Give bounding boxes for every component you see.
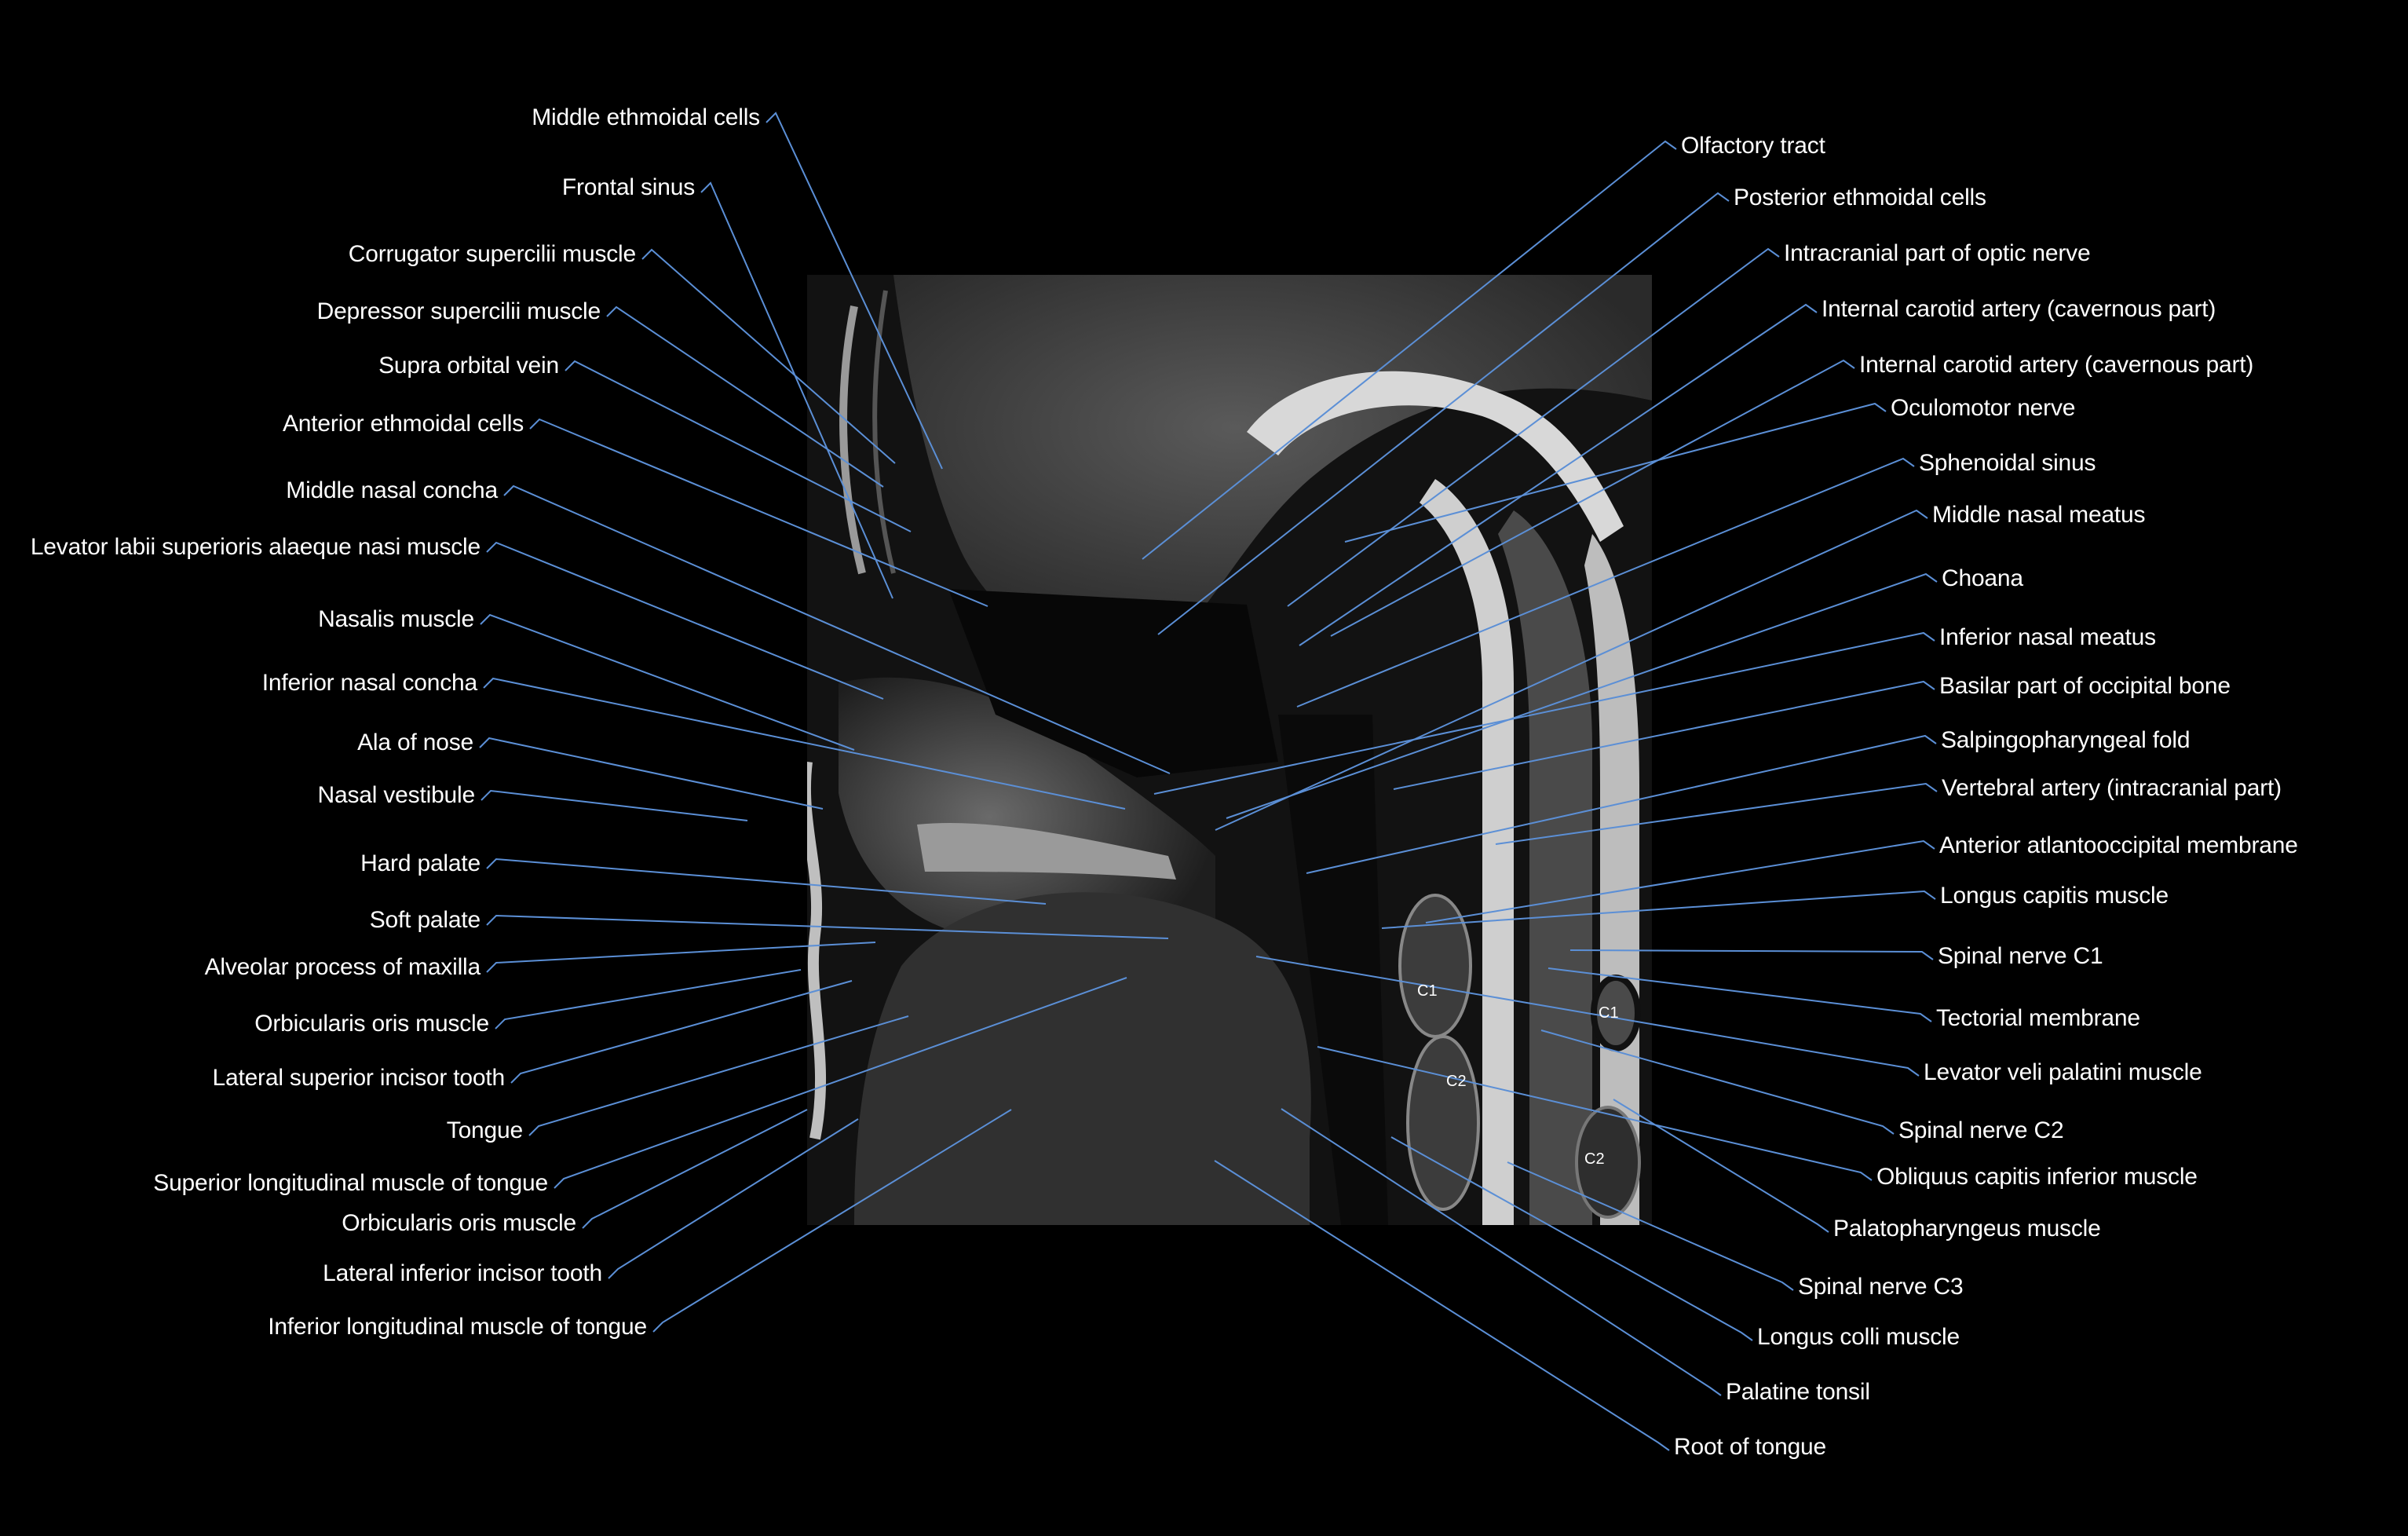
mri-sagittal-image <box>807 275 1652 1225</box>
label-anterior-ethmoidal-cells: Anterior ethmoidal cells <box>282 411 524 437</box>
label-spinal-nerve-c3: Spinal nerve C3 <box>1798 1274 1964 1300</box>
label-middle-nasal-concha: Middle nasal concha <box>286 477 498 503</box>
label-orbicularis-oris-muscle: Orbicularis oris muscle <box>342 1210 576 1236</box>
vertebra-label-c2: C2 <box>1446 1073 1467 1090</box>
label-choana: Choana <box>1942 565 2023 591</box>
label-intracranial-part-of-optic-nerve: Intracranial part of optic nerve <box>1784 240 2091 266</box>
label-lateral-inferior-incisor-tooth: Lateral inferior incisor tooth <box>323 1260 602 1286</box>
vertebra-label-c1: C1 <box>1417 982 1438 1000</box>
vertebra-label-c2: C2 <box>1584 1150 1605 1168</box>
label-middle-ethmoidal-cells: Middle ethmoidal cells <box>532 104 760 130</box>
label-olfactory-tract: Olfactory tract <box>1681 133 1825 159</box>
label-palatine-tonsil: Palatine tonsil <box>1726 1379 1870 1405</box>
label-oculomotor-nerve: Oculomotor nerve <box>1891 395 2076 421</box>
label-tectorial-membrane: Tectorial membrane <box>1936 1005 2140 1031</box>
leader-line <box>510 980 853 1084</box>
leader-line <box>479 737 824 810</box>
label-depressor-supercilii-muscle: Depressor supercilii muscle <box>316 298 601 324</box>
leader-line <box>480 613 855 751</box>
label-sphenoidal-sinus: Sphenoidal sinus <box>1919 450 2096 476</box>
leader-line <box>495 969 802 1029</box>
label-spinal-nerve-c1: Spinal nerve C1 <box>1938 943 2103 969</box>
label-inferior-nasal-concha: Inferior nasal concha <box>261 670 477 696</box>
label-inferior-nasal-meatus: Inferior nasal meatus <box>1939 624 2156 650</box>
label-alveolar-process-of-maxilla: Alveolar process of maxilla <box>204 954 481 980</box>
label-internal-carotid-artery-cavernous-part: Internal carotid artery (cavernous part) <box>1859 352 2254 378</box>
label-basilar-part-of-occipital-bone: Basilar part of occipital bone <box>1939 673 2231 699</box>
label-longus-capitis-muscle: Longus capitis muscle <box>1940 883 2169 909</box>
label-spinal-nerve-c2: Spinal nerve C2 <box>1898 1117 2064 1143</box>
leader-line <box>481 789 748 821</box>
label-internal-carotid-artery-cavernous-part: Internal carotid artery (cavernous part) <box>1822 296 2216 322</box>
label-inferior-longitudinal-muscle-of-tongue: Inferior longitudinal muscle of tongue <box>268 1314 647 1340</box>
label-supra-orbital-vein: Supra orbital vein <box>378 353 559 379</box>
label-tongue: Tongue <box>446 1117 523 1143</box>
label-vertebral-artery-intracranial-part: Vertebral artery (intracranial part) <box>1942 775 2282 801</box>
label-middle-nasal-meatus: Middle nasal meatus <box>1932 502 2146 528</box>
label-frontal-sinus: Frontal sinus <box>561 174 695 200</box>
label-longus-colli-muscle: Longus colli muscle <box>1757 1324 1960 1350</box>
leader-line <box>582 1109 808 1229</box>
label-corrugator-supercilii-muscle: Corrugator supercilii muscle <box>348 241 636 267</box>
label-posterior-ethmoidal-cells: Posterior ethmoidal cells <box>1734 185 1986 210</box>
vertebra-label-c1: C1 <box>1599 1004 1619 1022</box>
label-nasalis-muscle: Nasalis muscle <box>318 606 474 632</box>
label-orbicularis-oris-muscle: Orbicularis oris muscle <box>254 1011 489 1037</box>
label-root-of-tongue: Root of tongue <box>1674 1434 1827 1460</box>
label-superior-longitudinal-muscle-of-tongue: Superior longitudinal muscle of tongue <box>153 1170 548 1196</box>
label-levator-veli-palatini-muscle: Levator veli palatini muscle <box>1924 1059 2202 1085</box>
label-lateral-superior-incisor-tooth: Lateral superior incisor tooth <box>212 1065 505 1091</box>
mri-image-approximation <box>807 275 1652 1225</box>
label-soft-palate: Soft palate <box>369 907 481 933</box>
label-nasal-vestibule: Nasal vestibule <box>317 782 476 808</box>
label-levator-labii-superioris-alaeque-nasi-muscle: Levator labii superioris alaeque nasi mu… <box>30 534 481 560</box>
label-palatopharyngeus-muscle: Palatopharyngeus muscle <box>1833 1216 2101 1242</box>
label-anterior-atlantooccipital-membrane: Anterior atlantooccipital membrane <box>1939 832 2298 858</box>
label-obliquus-capitis-inferior-muscle: Obliquus capitis inferior muscle <box>1876 1164 2198 1190</box>
label-ala-of-nose: Ala of nose <box>357 730 473 755</box>
label-salpingopharyngeal-fold: Salpingopharyngeal fold <box>1941 727 2191 753</box>
label-hard-palate: Hard palate <box>360 850 481 876</box>
